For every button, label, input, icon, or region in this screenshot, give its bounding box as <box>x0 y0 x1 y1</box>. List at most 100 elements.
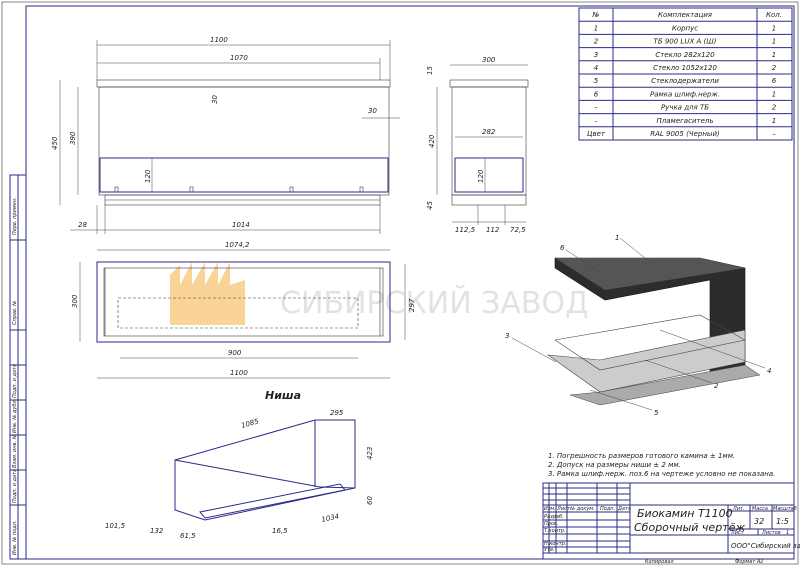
dim-label: 1070 <box>230 54 248 62</box>
dim-label: 132 <box>150 527 164 535</box>
stamp-label: Перв. примен. <box>12 197 18 235</box>
stamp-label: Инв. № подл. <box>12 521 18 556</box>
dim-label: 101,5 <box>105 522 126 530</box>
spec-table: 1 Корпус 1 2 ТБ 900 LUX A (Ш) 1 3 Стекло 282х12… <box>578 7 793 141</box>
dim-label: 1014 <box>232 221 250 229</box>
dim-label: 1100 <box>210 36 228 44</box>
dim-label: 297 <box>408 298 416 312</box>
plan-view: 1074,2 300 297 900 1100 <box>71 241 416 379</box>
spec-cell-no: Цвет <box>587 130 606 138</box>
dim-label: 300 <box>482 56 496 64</box>
spec-cell-qty: 2 <box>772 104 777 112</box>
notes: 1. Погрешность размеров готового камина … <box>548 452 775 478</box>
role: Утв. <box>544 547 555 553</box>
dim-label: 72,5 <box>510 226 526 234</box>
spec-cell-no: 4 <box>594 64 598 72</box>
spec-cell-no: 3 <box>594 51 598 59</box>
dim-label: 45 <box>426 201 434 210</box>
callout-2: 2 <box>714 382 719 390</box>
note: 3. Рамка шлиф.нерж. поз.6 на чертеже усл… <box>548 470 775 478</box>
dim-label: 28 <box>78 221 87 229</box>
front-view: 1100 1070 30 450 390 30 120 28 1014 <box>51 36 400 234</box>
title-block: Изм. Лист № докум. Подп. Дата Разраб. Пр… <box>542 482 800 565</box>
col-header: № докум. <box>569 506 595 512</box>
dim-label: 1074,2 <box>225 241 250 249</box>
spec-cell-name: ТБ 900 LUX A (Ш) <box>654 38 717 46</box>
spec-cell-name: Корпус <box>672 24 698 32</box>
dim-label: 390 <box>69 131 77 145</box>
company-name: ООО"Сибирский завод" <box>731 542 800 550</box>
spec-cell-no: 5 <box>594 77 599 85</box>
lit-label: Лит. <box>732 506 745 512</box>
spec-cell-no: – <box>594 104 598 112</box>
spec-cell-qty: 1 <box>772 90 776 98</box>
spec-cell-qty: 6 <box>772 77 777 85</box>
sheet-label: Лист <box>730 530 745 536</box>
spec-cell-name: RAL 9005 (Черный) <box>650 130 720 138</box>
spec-cell-qty: 1 <box>772 38 776 46</box>
sheets-value: 1 <box>786 530 789 536</box>
dim-label: 423 <box>366 447 374 460</box>
spec-cell-name: Стекло 282х120 <box>655 51 715 59</box>
dim-label: 15 <box>426 66 434 75</box>
callout-3: 3 <box>505 332 509 340</box>
spec-header-qty: Кол. <box>766 11 782 19</box>
stamp-label: Взам. инв. № <box>12 434 18 468</box>
dim-label: 420 <box>428 134 436 148</box>
spec-header-name: Комплектация <box>658 11 712 19</box>
stamp-label: Справ. № <box>12 301 18 325</box>
dim-label: 295 <box>330 409 344 417</box>
spec-cell-qty: 2 <box>772 64 777 72</box>
dim-label: 900 <box>228 349 242 357</box>
col-header: Лист <box>556 506 571 512</box>
dim-label: 30 <box>368 107 377 115</box>
spec-cell-name: Ручка для ТБ <box>661 104 709 112</box>
dim-label: 282 <box>482 128 496 136</box>
format-label: Формат A2 <box>735 559 763 565</box>
note: 2. Допуск на размеры ниши ± 2 мм. <box>548 461 681 469</box>
spec-cell-qty: – <box>772 130 776 138</box>
drawing-title: Биокамин T1100 <box>637 507 733 520</box>
dim-label: 120 <box>144 169 152 183</box>
dim-label: 1034 <box>321 512 340 524</box>
drawing-subtitle: Сборочный чертёж <box>634 521 745 534</box>
callout-1: 1 <box>615 234 619 242</box>
spec-cell-name: Стеклодержатели <box>651 77 719 85</box>
role: Разраб. <box>544 514 564 520</box>
spec-header-no: № <box>591 11 599 19</box>
spec-cell-name: Стекло 1052х120 <box>653 64 717 72</box>
spec-cell-qty: 1 <box>772 51 776 59</box>
role: Пров. <box>544 521 559 527</box>
dim-label: 112 <box>486 226 500 234</box>
dim-label: 16,5 <box>272 527 288 535</box>
niche-title: Ниша <box>265 389 301 402</box>
role: Т.контр. <box>544 528 566 534</box>
isometric-view: 1 2 3 4 5 6 <box>505 234 771 417</box>
spec-cell-qty: 1 <box>772 117 776 125</box>
spec-cell-no: 6 <box>594 90 599 98</box>
dim-label: 30 <box>211 95 219 104</box>
dim-label: 300 <box>71 294 79 308</box>
dim-label: 450 <box>51 136 59 150</box>
dim-label: 61,5 <box>180 532 196 540</box>
dim-label: 1100 <box>230 369 248 377</box>
sheets-label: Листов <box>761 530 781 536</box>
spec-cell-no: 2 <box>594 38 599 46</box>
role: Н.контр. <box>544 541 566 547</box>
side-view: 300 15 420 282 120 45 112,5 112 72,5 <box>426 56 529 234</box>
col-header: Подп. <box>600 506 615 512</box>
scale-label: Масштаб <box>773 506 797 512</box>
spec-cell-name: Пламегаситель <box>657 117 714 125</box>
spec-cell-no: – <box>594 117 598 125</box>
callout-6: 6 <box>560 244 565 252</box>
stamp-label: Подп. и дата <box>12 364 18 398</box>
spec-cell-name: Рамка шлиф.нерж. <box>650 90 720 98</box>
watermark-text: СИБИРСКИЙ ЗАВОД <box>280 285 589 321</box>
niche-view: Ниша 1085 295 423 60 101,5 132 61,5 16,5… <box>105 389 374 540</box>
side-stamp: Перв. примен. Справ. № Подп. и дата Инв.… <box>9 174 27 560</box>
spec-cell-qty: 1 <box>772 24 776 32</box>
dim-label: 120 <box>477 169 485 183</box>
stamp-label: Подп. и дата <box>12 469 18 503</box>
copied-label: Копировал <box>645 559 674 565</box>
callout-5: 5 <box>654 409 659 417</box>
